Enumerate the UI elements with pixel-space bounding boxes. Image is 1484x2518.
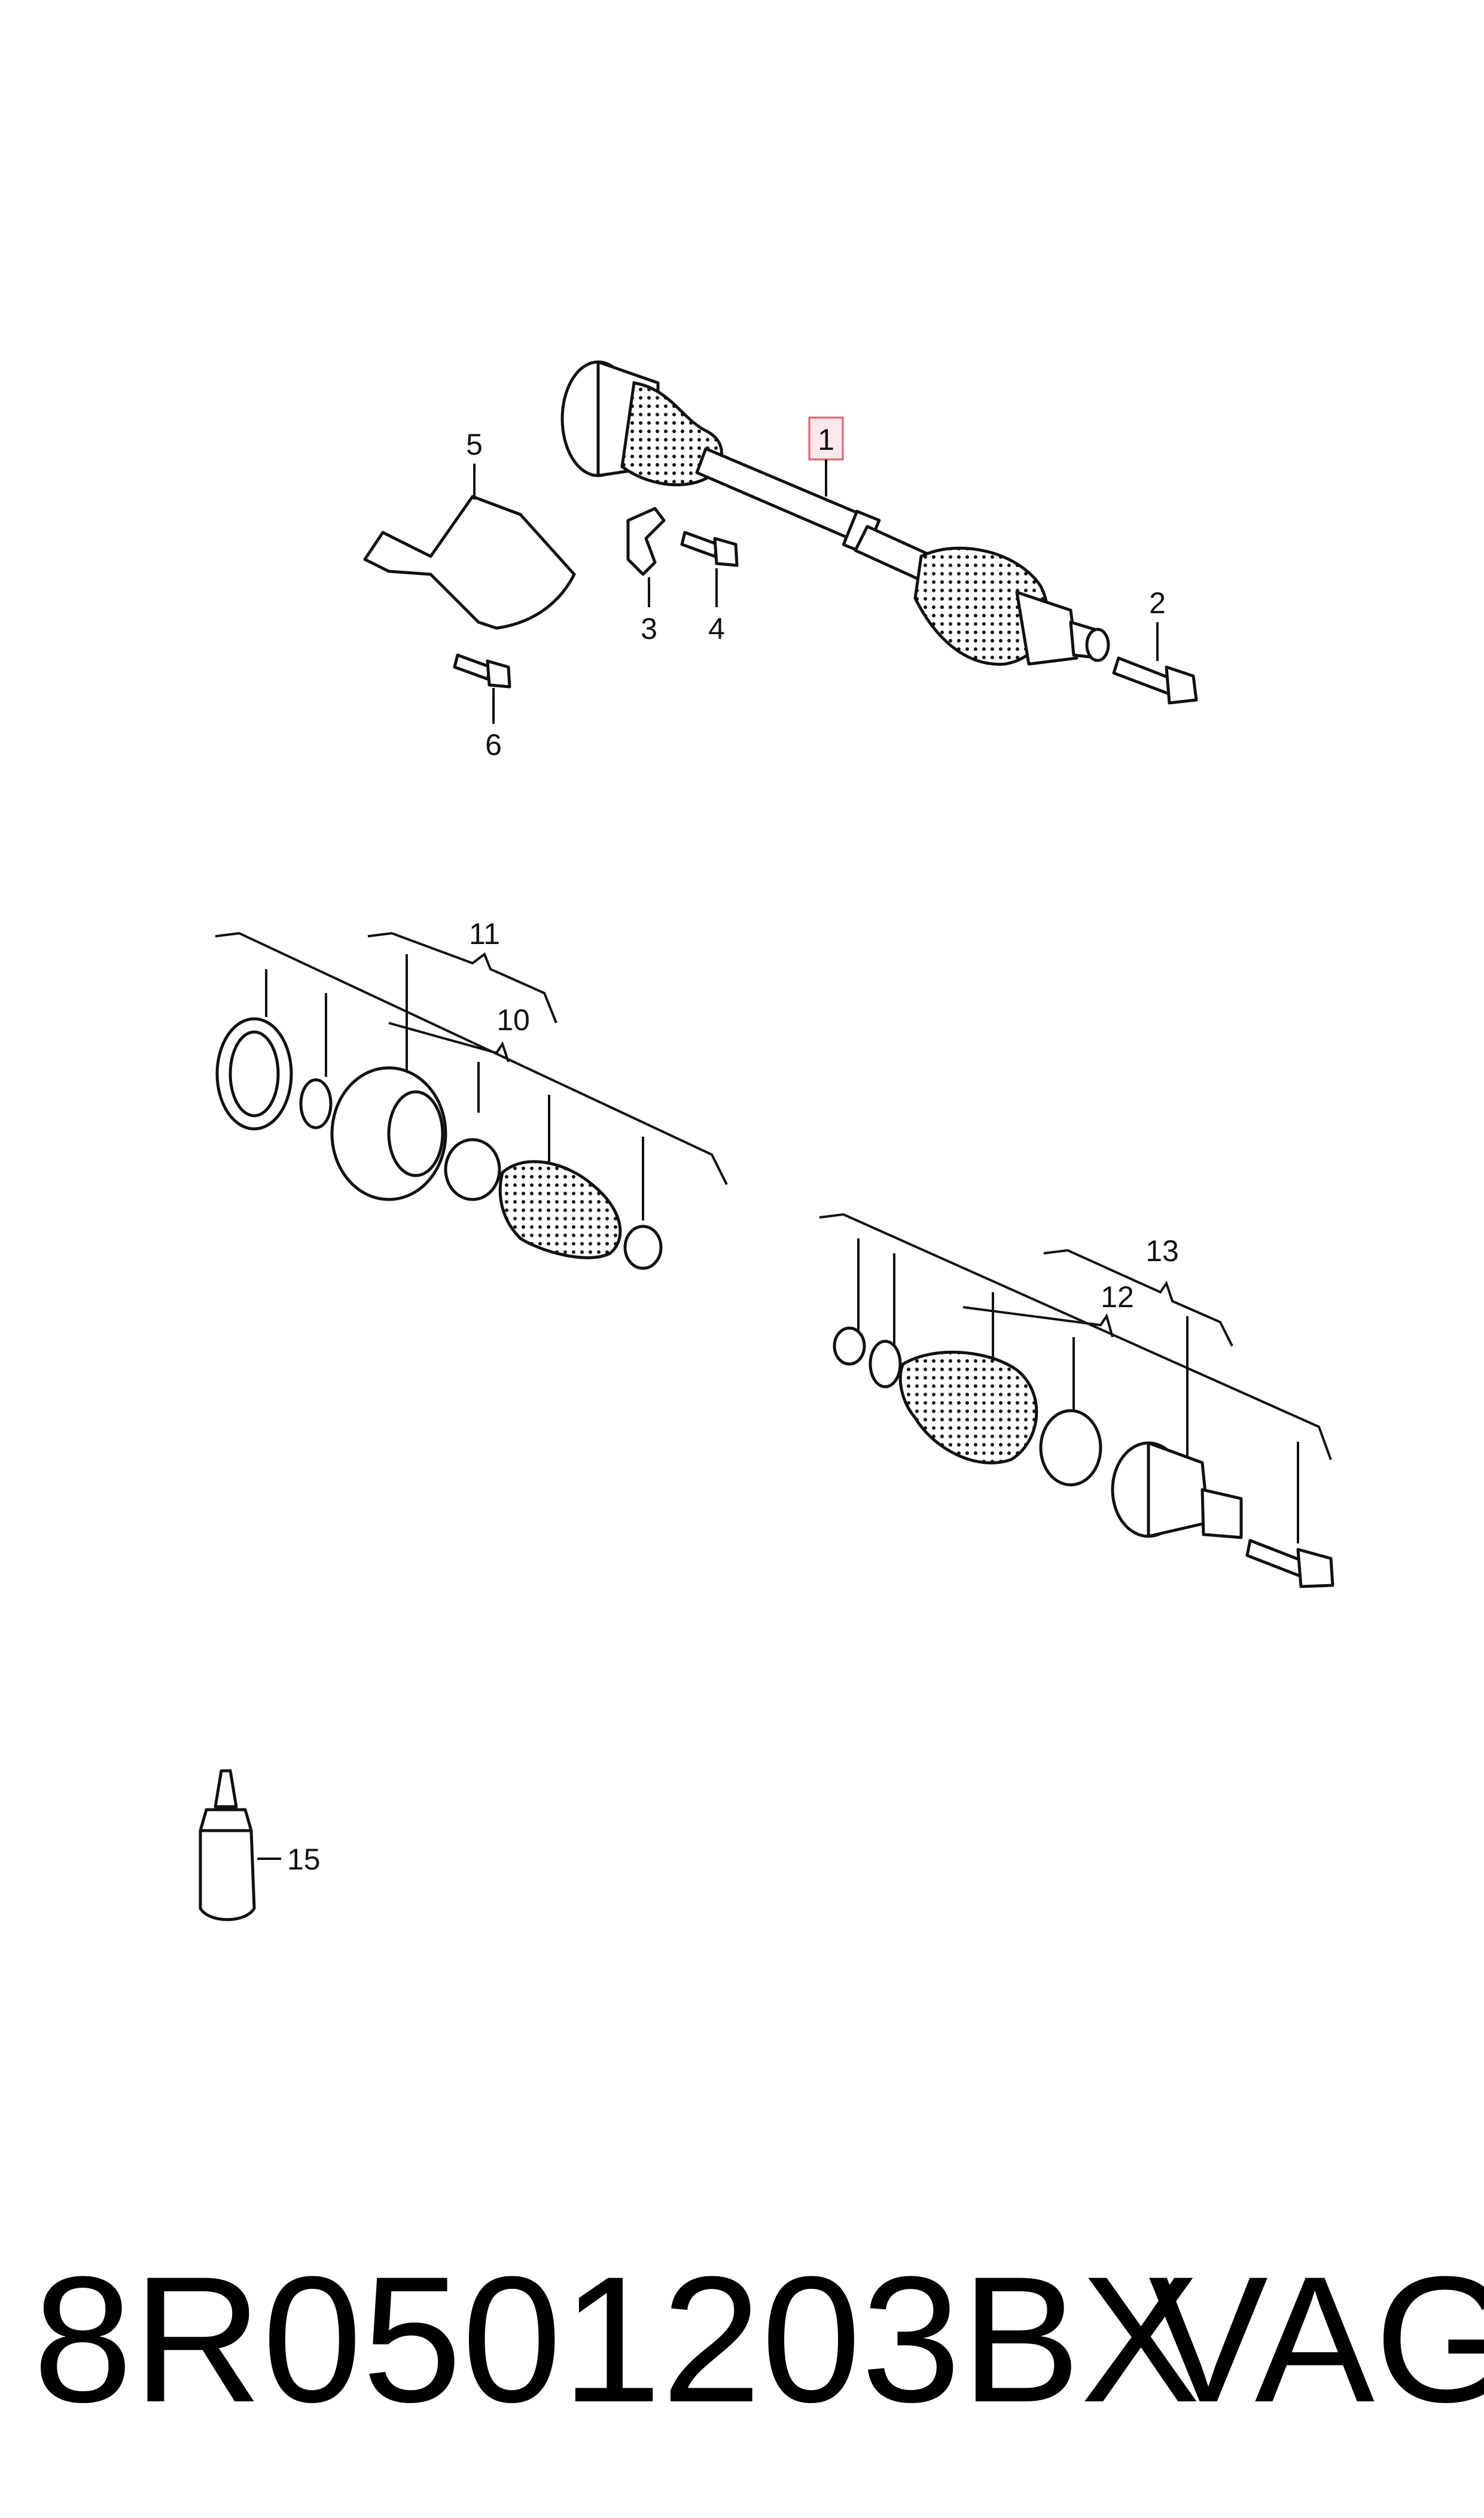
callout-11: 11	[469, 917, 500, 951]
outer-small-ring	[869, 1339, 902, 1389]
exploded-parts-diagram: 1 2 3 4 5 6 11 10	[199, 360, 1334, 1922]
bolt-part-2	[1112, 656, 1198, 705]
outer-boot	[898, 1350, 1038, 1464]
callout-5: 5	[466, 428, 483, 461]
callout-15: 15	[287, 1843, 321, 1876]
callout-3: 3	[641, 612, 657, 646]
outer-bolt	[1245, 1539, 1334, 1588]
callout-2: 2	[1149, 586, 1166, 620]
callout-1: 1	[818, 423, 834, 456]
boot-clamp-small	[623, 1225, 663, 1270]
callout-13: 13	[1145, 1234, 1179, 1268]
drive-shaft-assembly	[560, 360, 1110, 666]
part-number: 8R0501203BX	[33, 2239, 1200, 2440]
callout-10: 10	[496, 1003, 530, 1037]
inner-cv-joint	[330, 1066, 447, 1201]
callout-4: 4	[708, 612, 725, 646]
boot-clamp-large	[444, 1138, 501, 1201]
outer-large-clamp	[1039, 1409, 1102, 1487]
brand-name: VAG	[1148, 2239, 1484, 2440]
outer-cv-joint	[1111, 1441, 1243, 1539]
small-ring	[299, 1078, 333, 1129]
bolt-part-6	[453, 653, 511, 689]
screw-part-4	[680, 531, 739, 567]
inner-joint-kit-brackets	[215, 931, 728, 1220]
inner-boot	[498, 1160, 622, 1259]
heat-shield-part-5	[363, 495, 576, 630]
outer-small-clamp	[833, 1326, 866, 1366]
lock-plate-part-3	[626, 507, 666, 576]
grease-tube-part-15	[199, 1769, 256, 1922]
callout-6: 6	[485, 728, 502, 762]
outer-joint-kit-brackets	[819, 1213, 1332, 1543]
callout-12: 12	[1101, 1280, 1134, 1314]
